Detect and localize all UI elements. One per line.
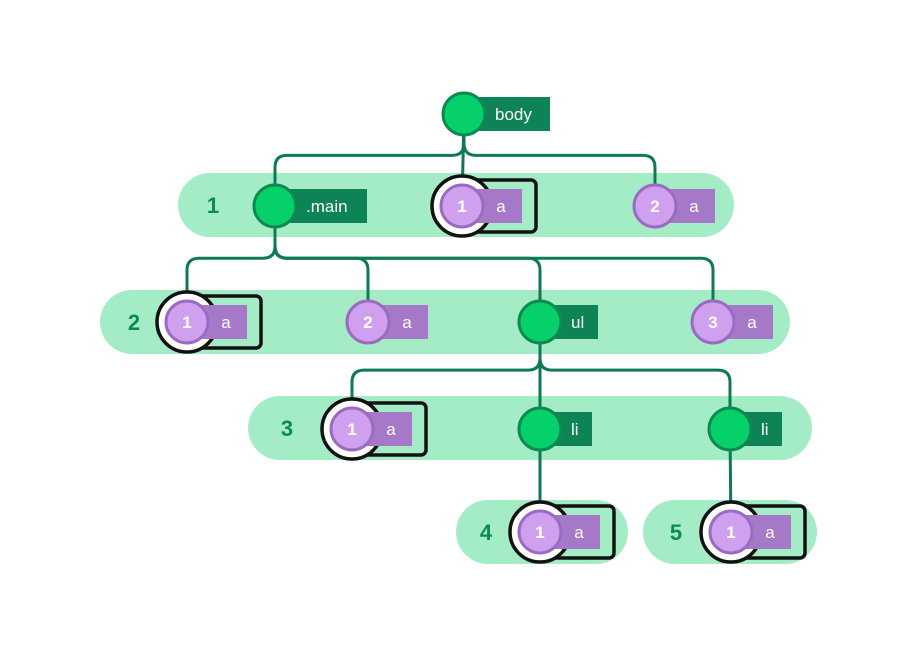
anchor-index: 1 xyxy=(457,197,466,216)
tag-label: a xyxy=(747,313,757,332)
element-node-body: body xyxy=(441,91,550,137)
tag-label: li xyxy=(761,420,769,439)
tag-label: ul xyxy=(571,313,584,332)
anchor-circle xyxy=(329,406,375,452)
tag-label: a xyxy=(402,313,412,332)
row-number: 3 xyxy=(281,416,293,441)
anchor-index: 1 xyxy=(182,313,191,332)
element-circle xyxy=(707,406,753,452)
anchor-index: 1 xyxy=(535,523,544,542)
row-number: 4 xyxy=(480,520,493,545)
element-node-ul: ul xyxy=(517,299,598,345)
element-circle xyxy=(252,183,298,229)
anchor-circle xyxy=(439,183,485,229)
edge-body-to-a2 xyxy=(462,114,657,206)
element-circle xyxy=(517,406,563,452)
element-node-main: .main xyxy=(252,183,367,229)
element-circle xyxy=(517,299,563,345)
tag-label: body xyxy=(495,105,532,124)
anchor-circle xyxy=(164,299,210,345)
edge-main-to-m3 xyxy=(273,206,715,322)
row-number: 1 xyxy=(207,193,219,218)
tag-label: li xyxy=(571,420,579,439)
tag-label: a xyxy=(689,197,699,216)
element-node-li1: li xyxy=(517,406,592,452)
tag-label: a xyxy=(574,523,584,542)
anchor-circle xyxy=(517,509,563,555)
anchor-circle xyxy=(345,299,391,345)
row-band-2: 2 xyxy=(100,290,790,354)
tag-label: a xyxy=(765,523,775,542)
anchor-index: 1 xyxy=(726,523,735,542)
anchor-index: 2 xyxy=(363,313,372,332)
anchor-index: 2 xyxy=(650,197,659,216)
anchor-index: 1 xyxy=(347,420,356,439)
anchor-circle xyxy=(632,183,678,229)
tag-label: a xyxy=(496,197,506,216)
row-number: 2 xyxy=(128,310,140,335)
tag-label: a xyxy=(221,313,231,332)
tag-label: a xyxy=(386,420,396,439)
row-number: 5 xyxy=(670,520,682,545)
anchor-circle xyxy=(690,299,736,345)
element-node-li2: li xyxy=(707,406,782,452)
tag-label: .main xyxy=(306,197,348,216)
anchor-circle xyxy=(708,509,754,555)
anchor-index: 3 xyxy=(708,313,717,332)
element-circle xyxy=(441,91,487,137)
edge-ul-to-li2 xyxy=(538,322,732,429)
